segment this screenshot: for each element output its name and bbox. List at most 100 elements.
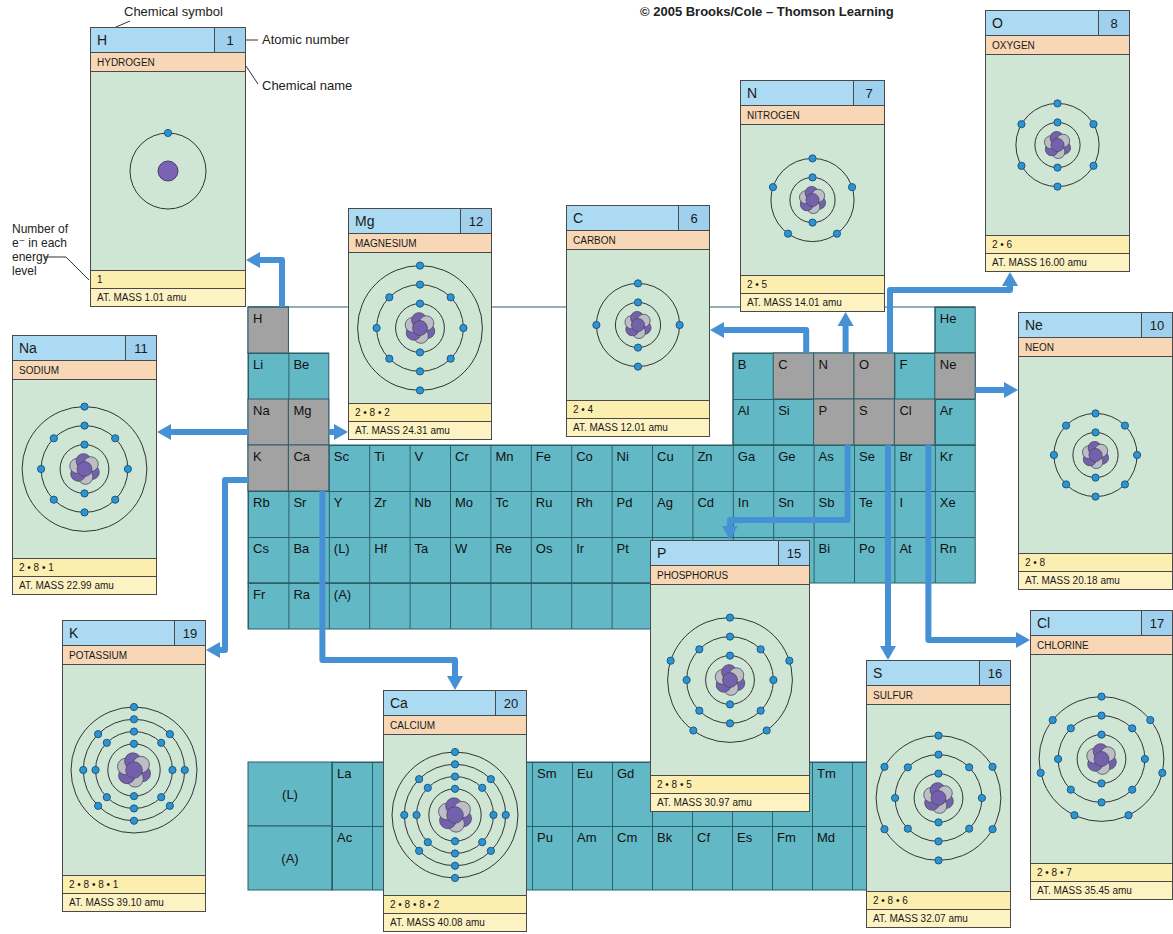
nucleon (447, 807, 464, 824)
electron (451, 862, 458, 869)
element-cell: Es (732, 826, 772, 890)
chemical-name: SULFUR (873, 690, 913, 701)
atomic-number-box: 19 (174, 621, 205, 645)
atomic-mass: AT. MASS 12.01 amu (573, 422, 668, 433)
element-symbol: Nb (410, 491, 450, 510)
electron (1054, 100, 1061, 107)
element-symbol: P (814, 399, 854, 418)
electron (103, 794, 110, 801)
name-bar: OXYGEN (986, 36, 1129, 55)
element-cell: Tm (812, 762, 852, 826)
arrow-head (880, 646, 896, 660)
atomic-number: 20 (504, 696, 518, 711)
electron-orbit (1058, 716, 1145, 803)
electron-orbit (668, 618, 793, 743)
element-symbol: Rn (935, 537, 975, 556)
element-symbol: O (854, 353, 894, 372)
chemical-name: CARBON (573, 235, 616, 246)
element-cell: Sb (814, 491, 854, 537)
electron (935, 770, 942, 777)
element-cell: Fr (248, 583, 288, 629)
nucleus (158, 161, 178, 181)
element-symbol: Am (572, 826, 612, 845)
element-card: C6CARBON2 • 4AT. MASS 12.01 amu (566, 205, 710, 437)
element-symbol: Ar (935, 399, 975, 418)
shell-config-bar: 2 • 8 • 8 • 1 (63, 875, 205, 893)
connector-arrow (169, 429, 248, 435)
electron-orbit (615, 302, 660, 347)
shell-config-bar: 2 • 8 (1019, 553, 1172, 571)
arrow-head (246, 252, 260, 268)
nucleon (723, 673, 738, 688)
element-cell: Am (572, 826, 612, 890)
electron (424, 839, 431, 846)
electron (413, 811, 420, 818)
atomic-mass: AT. MASS 22.99 amu (19, 580, 114, 591)
chemical-name: PHOSPHORUS (657, 570, 728, 581)
electron-orbit (1073, 432, 1118, 477)
atom-area (349, 253, 491, 403)
callout-label: Atomic number (262, 32, 349, 47)
mass-bar: AT. MASS 20.18 amu (1019, 571, 1172, 589)
element-cell: Cf (692, 826, 732, 890)
chemical-name: NEON (1025, 342, 1054, 353)
mass-bar: AT. MASS 1.01 amu (91, 288, 245, 306)
atom-model (1031, 655, 1172, 863)
electron-config: 2 • 8 • 1 (19, 562, 54, 573)
element-cell: C (773, 353, 813, 399)
electron (904, 764, 911, 771)
electron (130, 728, 137, 735)
element-cell: Kr (935, 445, 975, 491)
element-cell: Po (854, 537, 894, 583)
element-symbol: (L) (329, 537, 369, 556)
element-cell: Li (248, 353, 288, 399)
element-symbol: He (935, 307, 975, 326)
electron-orbit (396, 304, 445, 353)
electron (726, 614, 733, 621)
atomic-number-box: 11 (125, 336, 156, 360)
electron (690, 727, 697, 734)
element-symbol: Zn (692, 445, 732, 464)
electron-orbit (914, 774, 963, 823)
electron (1098, 799, 1105, 806)
element-cell: Ru (531, 491, 571, 537)
element-symbol: Kr (935, 445, 975, 464)
element-symbol: Fr (248, 583, 288, 602)
element-symbol: Es (732, 826, 772, 845)
electron (1071, 812, 1078, 819)
electron (757, 707, 764, 714)
name-bar: NITROGEN (741, 106, 884, 125)
element-symbol: C (773, 353, 813, 372)
electron-config: 2 • 4 (573, 404, 593, 415)
atom-area (651, 585, 809, 775)
electron (1092, 493, 1099, 500)
element-symbol: Hf (369, 537, 409, 556)
name-bar: SULFUR (867, 686, 1010, 705)
electron-orbit (1077, 735, 1126, 784)
element-cell: Ti (369, 445, 409, 491)
electron (130, 703, 137, 710)
element-cell: Eu (572, 762, 612, 826)
element-symbol: Ru (531, 491, 571, 510)
element-cell: Ac (332, 826, 372, 890)
electron (833, 230, 840, 237)
electron (634, 363, 641, 370)
electron (103, 739, 110, 746)
connector-arrow (890, 284, 1010, 353)
electron (763, 727, 770, 734)
element-symbol: Cu (652, 445, 692, 464)
element-symbol: Al (733, 399, 773, 418)
electron (809, 219, 816, 226)
electron (634, 280, 641, 287)
element-card: Cl17CHLORINE2 • 8 • 7AT. MASS 35.45 amu (1030, 610, 1173, 900)
electron (935, 751, 942, 758)
atomic-number: 19 (183, 626, 197, 641)
chemical-symbol: N (741, 85, 757, 101)
electron (386, 294, 393, 301)
electron (696, 707, 703, 714)
electron (451, 748, 458, 755)
electron (784, 230, 791, 237)
mass-bar: AT. MASS 24.31 amu (349, 421, 491, 439)
card-header: H1 (91, 28, 245, 53)
electron (1092, 429, 1099, 436)
